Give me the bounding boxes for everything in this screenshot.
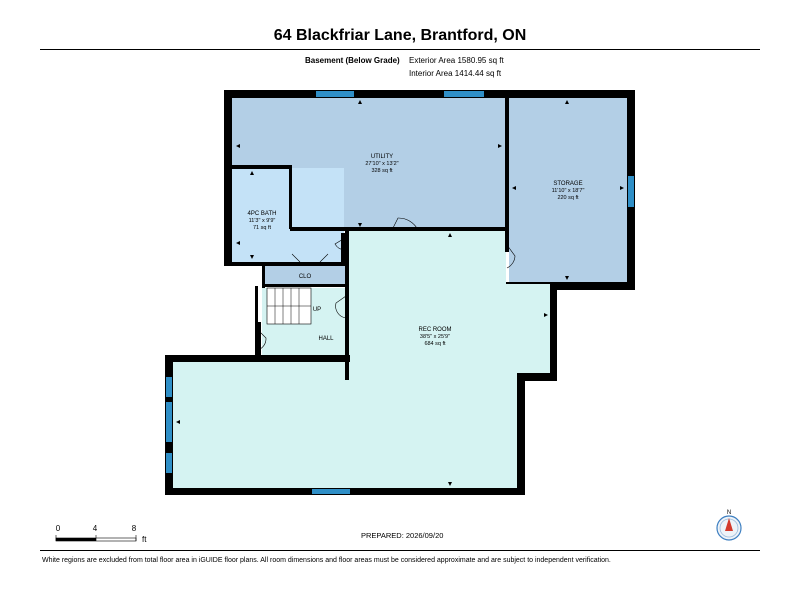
utility-label: UTILITY <box>371 154 393 160</box>
rec-room-area: 684 sq ft <box>424 341 446 347</box>
storage-area: 220 sq ft <box>557 195 579 201</box>
bath-area: 71 sq ft <box>253 225 272 231</box>
doors <box>257 185 516 351</box>
header-divider <box>40 49 760 50</box>
plan-title: 64 Blackfriar Lane, Brantford, ON <box>273 27 527 44</box>
compass-icon: N <box>716 510 742 541</box>
closet <box>265 266 345 284</box>
bath-room <box>232 168 344 262</box>
prepared-date: PREPARED: 2026/09/20 <box>361 531 444 540</box>
dimension-arrows <box>176 100 624 486</box>
windows <box>166 91 634 494</box>
footer-divider <box>40 550 760 551</box>
stairs-up-label: UP <box>313 307 321 313</box>
storage-label: STORAGE <box>553 181 582 187</box>
utility-dims: 27'10" x 13'2" <box>365 161 398 167</box>
interior-area: Interior Area 1414.44 sq ft <box>409 69 502 78</box>
rec-room-label: REC ROOM <box>419 327 452 333</box>
compass-north-label: N <box>727 510 731 516</box>
stair-treads <box>267 288 311 324</box>
closet-label: CLO <box>299 274 312 280</box>
scale-unit: ft <box>142 535 147 544</box>
bath-dims: 11'3" x 9'9" <box>249 218 276 224</box>
scale-tick-4: 4 <box>93 524 98 533</box>
rec-room-dims: 38'5" x 25'9" <box>420 334 450 340</box>
scale-tick-8: 8 <box>132 524 137 533</box>
storage-room <box>509 98 627 282</box>
disclaimer: White regions are excluded from total fl… <box>42 557 611 564</box>
exterior-area: Exterior Area 1580.95 sq ft <box>409 56 504 65</box>
bath-label: 4PC BATH <box>248 211 277 217</box>
storage-dims: 11'10" x 18'7" <box>552 188 585 194</box>
utility-area: 328 sq ft <box>371 168 393 174</box>
scale-tick-0: 0 <box>56 524 61 533</box>
hall-label: HALL <box>318 336 334 342</box>
scale-bar: 0 4 8 ft <box>55 524 147 544</box>
rec-room <box>173 230 550 488</box>
level-label: Basement (Below Grade) <box>305 56 400 65</box>
